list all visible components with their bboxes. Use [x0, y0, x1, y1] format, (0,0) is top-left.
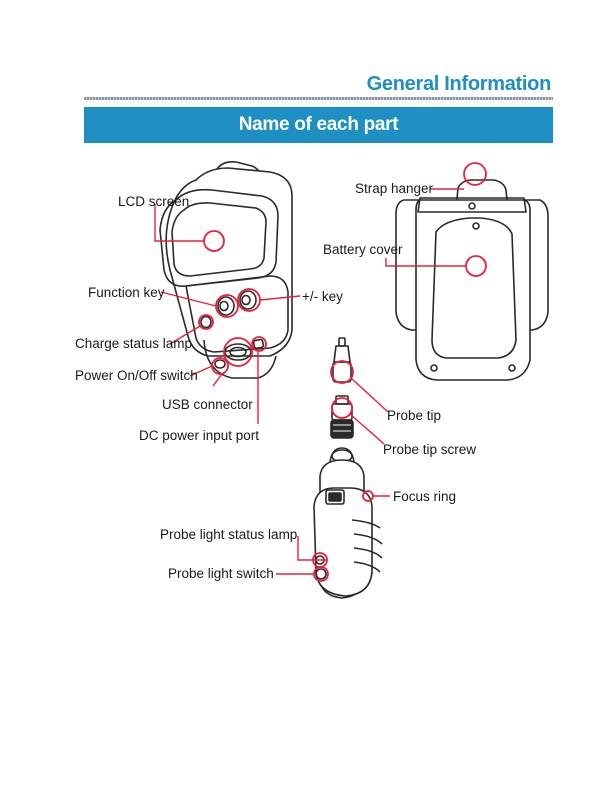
label-charge-status-lamp: Charge status lamp: [75, 336, 192, 351]
label-lcd-screen: LCD screen: [118, 194, 189, 209]
label-dc-power-port: DC power input port: [139, 428, 259, 443]
label-probe-tip: Probe tip: [387, 408, 441, 423]
label-focus-ring: Focus ring: [393, 489, 456, 504]
label-power-switch: Power On/Off switch: [75, 368, 198, 383]
label-function-key: Function key: [88, 285, 165, 300]
device-back-illustration: [396, 180, 548, 380]
label-probe-light-status-lamp: Probe light status lamp: [160, 527, 297, 542]
label-probe-tip-screw: Probe tip screw: [383, 442, 476, 457]
label-usb-connector: USB connector: [162, 397, 253, 412]
probe-illustration: [314, 338, 382, 598]
label-strap-hanger: Strap hanger: [355, 181, 434, 196]
label-plus-minus-key: +/- key: [302, 289, 343, 304]
label-battery-cover: Battery cover: [323, 242, 403, 257]
label-probe-light-switch: Probe light switch: [168, 566, 274, 581]
